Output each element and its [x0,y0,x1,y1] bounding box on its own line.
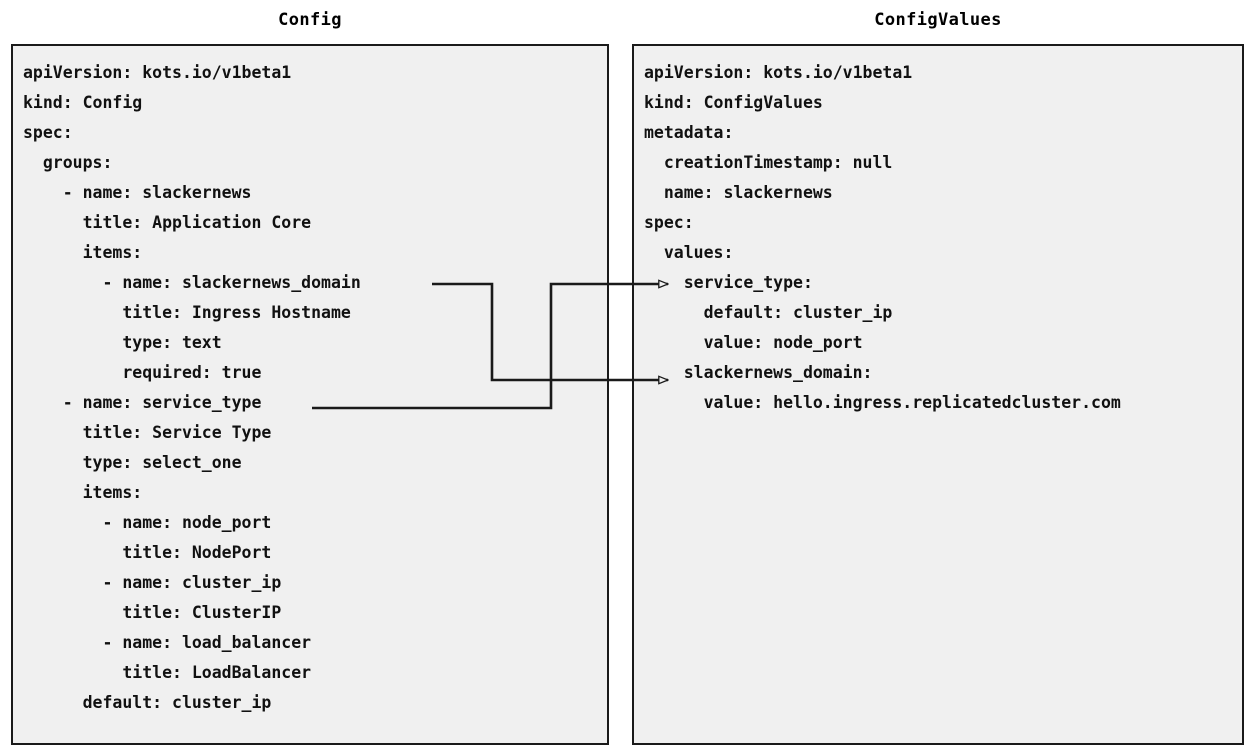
config-yaml-line: - name: slackernews_domain [23,273,361,292]
config-yaml-line: apiVersion: kots.io/v1beta1 [23,63,292,82]
configvalues-yaml-line: service_type: [644,273,813,292]
config-yaml-line: title: ClusterIP [23,603,282,622]
configvalues-yaml-line: value: node_port [644,333,863,352]
configvalues-yaml-line: slackernews_domain: [644,363,873,382]
config-yaml-line: kind: Config [23,93,143,112]
configvalues-yaml-line: kind: ConfigValues [644,93,823,112]
config-yaml-line: required: true [23,363,262,382]
config-yaml-line: - name: service_type [23,393,262,412]
configvalues-yaml-line: values: [644,243,734,262]
configvalues-yaml-line: value: hello.ingress.replicatedcluster.c… [644,393,1121,412]
config-yaml-line: title: Application Core [23,213,312,232]
right-panel-title: ConfigValues [874,10,1002,30]
config-yaml-line: title: NodePort [23,543,272,562]
configvalues-yaml-line: creationTimestamp: null [644,153,893,172]
config-yaml-line: items: [23,243,143,262]
config-yaml-line: groups: [23,153,113,172]
config-yaml-line: - name: node_port [23,513,272,532]
config-yaml-line: type: select_one [23,453,242,472]
config-yaml-line: - name: cluster_ip [23,573,282,592]
config-yaml-line: - name: slackernews [23,183,252,202]
config-yaml-line: default: cluster_ip [23,693,272,712]
config-yaml-line: title: Service Type [23,423,272,442]
configvalues-yaml-line: apiVersion: kots.io/v1beta1 [644,63,913,82]
config-yaml-line: spec: [23,123,73,142]
config-yaml-line: items: [23,483,143,502]
config-yaml-body: apiVersion: kots.io/v1beta1 kind: Config s… [13,46,607,718]
config-yaml-line: type: text [23,333,222,352]
configvalues-yaml-line: metadata: [644,123,734,142]
configvalues-yaml-body: apiVersion: kots.io/v1beta1 kind: ConfigV… [634,46,1242,418]
config-yaml-line: - name: load_balancer [23,633,312,652]
configvalues-yaml-line: spec: [644,213,694,232]
config-yaml-panel: apiVersion: kots.io/v1beta1 kind: Config s… [11,44,609,745]
config-yaml-line: title: Ingress Hostname [23,303,351,322]
left-panel-title: Config [278,10,342,30]
configvalues-yaml-panel: apiVersion: kots.io/v1beta1 kind: ConfigV… [632,44,1244,745]
config-yaml-line: title: LoadBalancer [23,663,312,682]
configvalues-yaml-line: default: cluster_ip [644,303,893,322]
configvalues-yaml-line: name: slackernews [644,183,833,202]
